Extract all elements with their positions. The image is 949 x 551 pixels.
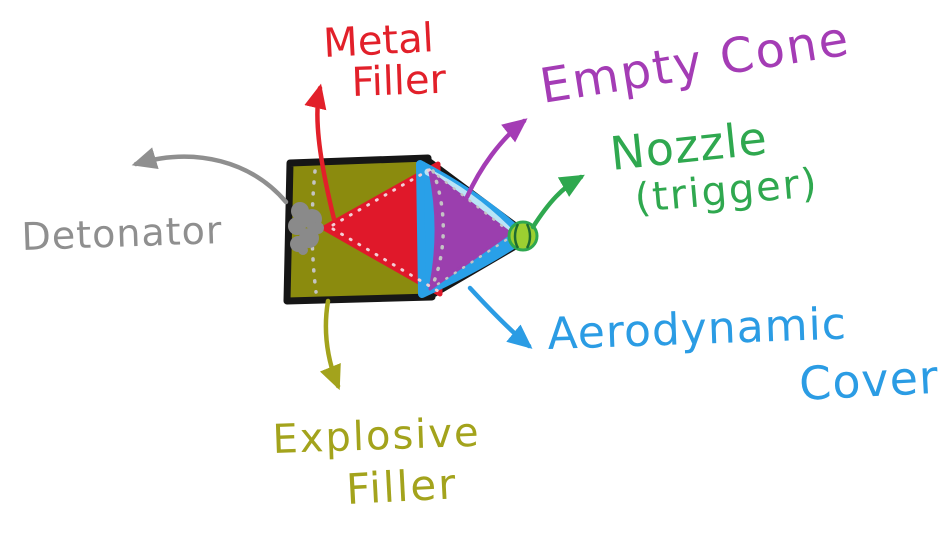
cone-dashed-edge-bottom [436,238,508,286]
label-empty-cone: Empty Cone [536,11,854,115]
cone-dashed-edge-top [436,174,508,231]
cone-base-dashed-arc [429,169,445,291]
label-explosive-filler-line2: Filler [345,459,459,514]
nozzle-trigger-shape [507,220,539,252]
nozzle-arrow [530,174,585,230]
label-aerodynamic-cover-line2: Cover [798,350,940,411]
empty-cone-shape [428,170,512,291]
detonator-arrow [131,147,289,205]
label-explosive-filler-line1: Explosive [272,410,482,463]
empty-cone-arrow [464,118,528,200]
aerodynamic-cover-arrow [467,285,533,349]
explosive-filler-arrow [319,298,341,391]
label-metal-filler-line1: Metal [322,15,435,67]
body-dashed-line [310,169,318,294]
label-detonator: Detonator [21,208,223,259]
detonator-blob [288,202,324,255]
liner-dashed-edge-top [331,164,438,227]
metal-filler-arrow [304,83,337,222]
liner-dashed-edge-bottom [331,227,440,293]
label-aerodynamic-cover-line1: Aerodynamic [547,299,848,360]
label-metal-filler-line2: Filler [351,57,448,106]
